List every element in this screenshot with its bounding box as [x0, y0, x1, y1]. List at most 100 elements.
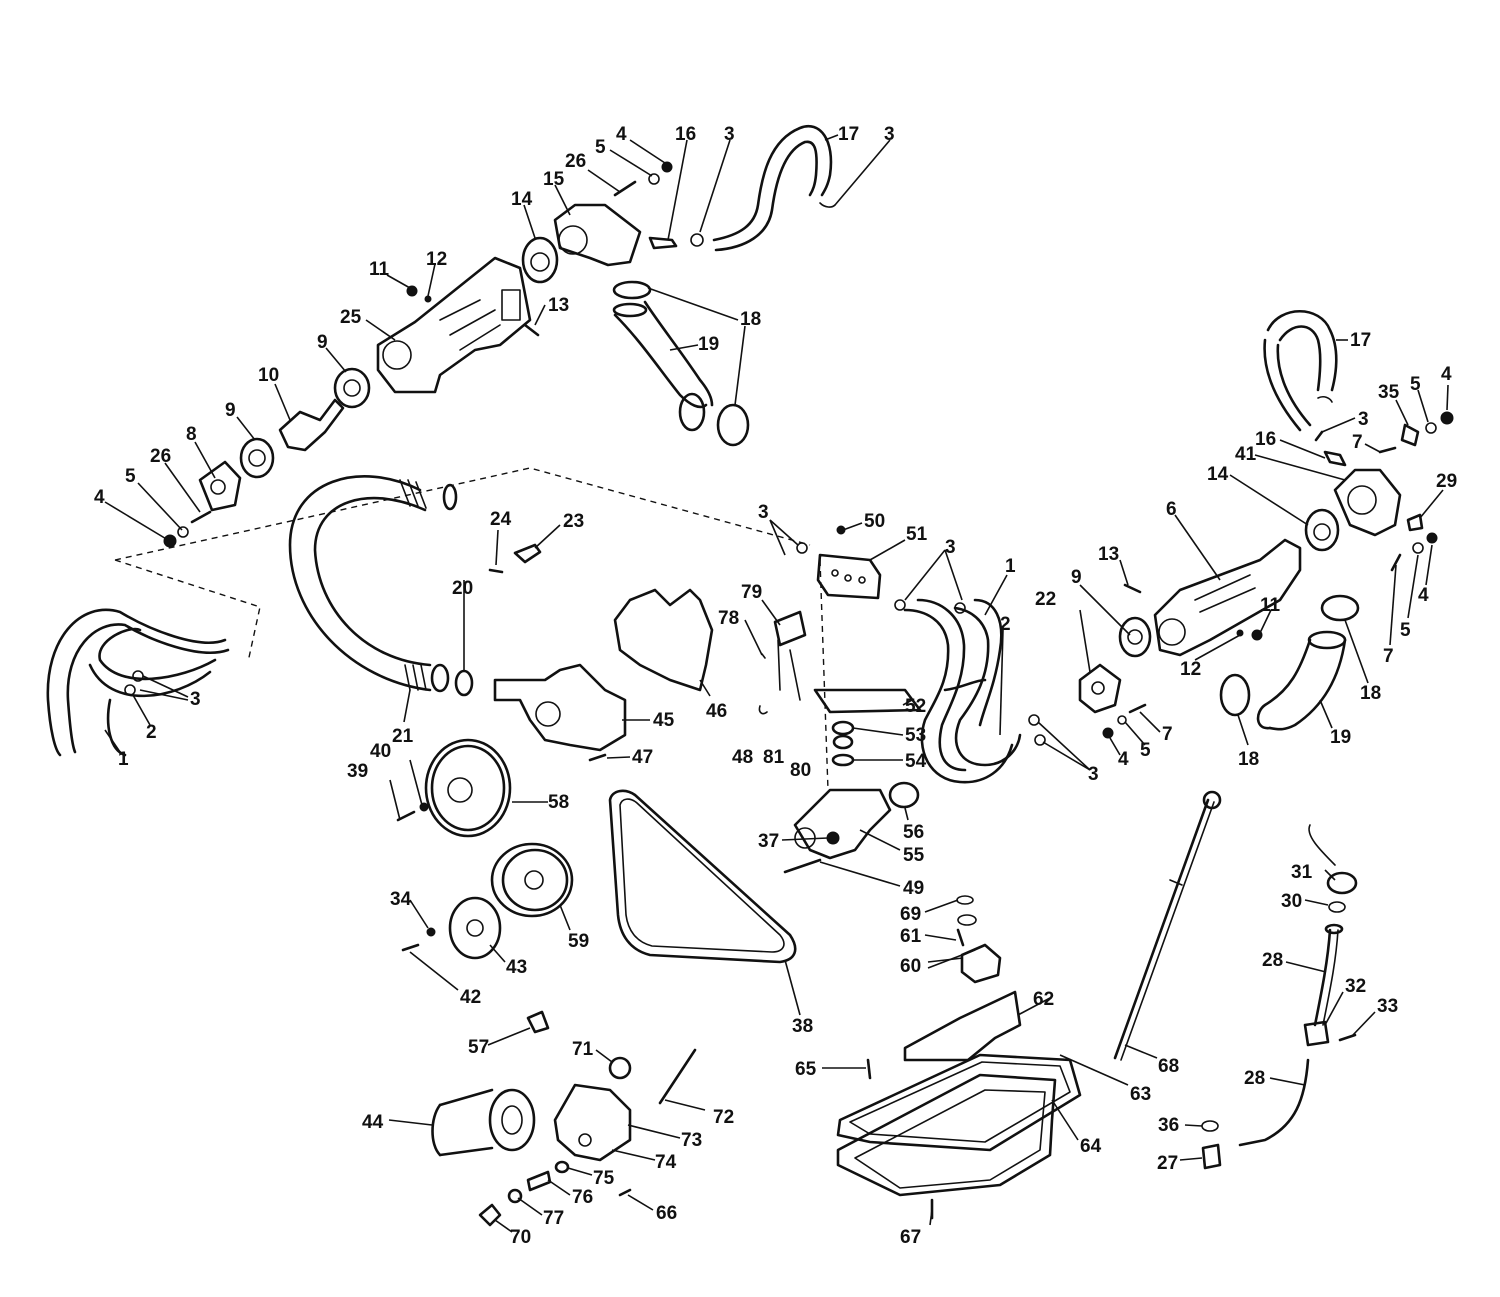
callout-12: 12 [1180, 659, 1201, 680]
callout-53: 53 [905, 725, 926, 746]
thermostat-housing [783, 688, 922, 874]
callout-5: 5 [1410, 374, 1421, 395]
callout-3: 3 [758, 502, 769, 523]
callout-45: 45 [653, 710, 675, 731]
callout-11: 11 [369, 259, 390, 280]
callout-26: 26 [150, 446, 171, 467]
callout-15: 15 [543, 169, 565, 190]
assembly-dashed-lines [114, 467, 829, 791]
oil-system [836, 790, 1358, 1220]
callout-34: 34 [390, 889, 412, 910]
callout-58: 58 [548, 792, 569, 813]
callout-4: 4 [94, 487, 105, 508]
callout-7: 7 [1162, 724, 1173, 745]
callout-6: 6 [1166, 499, 1177, 520]
callout-28: 28 [1244, 1068, 1265, 1089]
callout-3: 3 [190, 689, 201, 710]
callout-69: 69 [900, 904, 921, 925]
callout-46: 46 [706, 701, 727, 722]
callout-26: 26 [565, 151, 586, 172]
center-bracket [796, 525, 966, 614]
callout-24: 24 [490, 509, 512, 530]
right-exhaust-manifold-group [1078, 309, 1454, 739]
callout-64: 64 [1080, 1136, 1102, 1157]
callout-79: 79 [741, 582, 762, 603]
callout-21: 21 [392, 726, 414, 747]
callout-31: 31 [1291, 862, 1313, 883]
callout-5: 5 [595, 137, 606, 158]
callout-5: 5 [1140, 740, 1151, 761]
callout-16: 16 [1255, 429, 1276, 450]
callout-22: 22 [1035, 589, 1056, 610]
callout-20: 20 [452, 578, 473, 599]
callout-30: 30 [1281, 891, 1302, 912]
callout-7: 7 [1352, 432, 1363, 453]
callout-60: 60 [900, 956, 921, 977]
callout-48: 48 [732, 747, 753, 768]
callout-33: 33 [1377, 996, 1398, 1017]
drive-belt [608, 789, 797, 964]
callout-55: 55 [903, 845, 925, 866]
callout-77: 77 [543, 1208, 564, 1229]
callout-9: 9 [1071, 567, 1082, 588]
callout-labels: 1 2 3 4 5 26 8 9 10 9 25 11 12 13 14 15 … [94, 124, 1457, 1248]
callout-56: 56 [903, 822, 924, 843]
callout-81: 81 [763, 747, 785, 768]
callout-72: 72 [713, 1107, 734, 1128]
callout-65: 65 [795, 1059, 817, 1080]
callout-18: 18 [1360, 683, 1381, 704]
callout-14: 14 [1207, 464, 1229, 485]
callout-19: 19 [1330, 727, 1351, 748]
callout-4: 4 [1441, 364, 1452, 385]
callout-3: 3 [945, 537, 956, 558]
callout-27: 27 [1157, 1153, 1178, 1174]
large-hose [288, 475, 474, 697]
callout-7: 7 [1383, 646, 1394, 667]
callout-5: 5 [1400, 620, 1411, 641]
oil-filter-pump [431, 1010, 697, 1227]
callout-75: 75 [593, 1168, 615, 1189]
left-hose-assembly [46, 608, 230, 757]
callout-18: 18 [1238, 749, 1259, 770]
callout-17: 17 [838, 124, 859, 145]
sensor-parts [488, 543, 542, 574]
callout-67: 67 [900, 1227, 921, 1248]
callout-38: 38 [792, 1016, 813, 1037]
callout-4: 4 [616, 124, 627, 145]
callout-76: 76 [572, 1187, 593, 1208]
callout-14: 14 [511, 189, 533, 210]
callout-19: 19 [698, 334, 719, 355]
callout-49: 49 [903, 878, 924, 899]
callout-2: 2 [146, 722, 157, 743]
callout-68: 68 [1158, 1056, 1179, 1077]
callout-62: 62 [1033, 989, 1054, 1010]
callout-51: 51 [906, 524, 928, 545]
callout-32: 32 [1345, 976, 1366, 997]
callout-10: 10 [258, 365, 279, 386]
callout-73: 73 [681, 1130, 702, 1151]
callout-47: 47 [632, 747, 653, 768]
small-bracket-wires [758, 610, 807, 715]
callout-12: 12 [426, 249, 447, 270]
callout-36: 36 [1158, 1115, 1179, 1136]
callout-3: 3 [884, 124, 895, 145]
callout-9: 9 [225, 400, 236, 421]
callout-59: 59 [568, 931, 589, 952]
callout-2: 2 [1000, 614, 1011, 635]
callout-18: 18 [740, 309, 761, 330]
callout-8: 8 [186, 424, 197, 445]
callout-16: 16 [675, 124, 696, 145]
callout-4: 4 [1118, 749, 1129, 770]
callout-23: 23 [563, 511, 584, 532]
callout-37: 37 [758, 831, 779, 852]
callout-50: 50 [864, 511, 885, 532]
callout-25: 25 [340, 307, 362, 328]
callout-9: 9 [317, 332, 328, 353]
callout-5: 5 [125, 466, 136, 487]
callout-1: 1 [118, 749, 129, 770]
callout-80: 80 [790, 760, 811, 781]
callout-29: 29 [1436, 471, 1457, 492]
callout-3: 3 [1358, 409, 1369, 430]
callout-61: 61 [900, 926, 922, 947]
